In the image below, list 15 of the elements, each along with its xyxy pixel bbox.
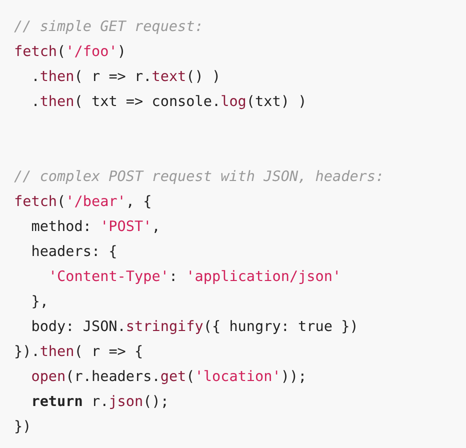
code-line: open(r.headers.get('location'));: [30, 368, 307, 386]
code-comment: // simple GET request:: [14, 18, 204, 36]
code-line: .then( r => r.text() ): [30, 68, 221, 86]
code-line: return r.json();: [30, 393, 169, 411]
code-line: 'Content-Type': 'application/json': [47, 268, 342, 286]
code-comment: // complex POST request with JSON, headers:: [14, 168, 384, 186]
code-line: fetch('/bear', {: [14, 193, 152, 211]
code-line: fetch('/foo'): [14, 43, 126, 61]
code-line: .then( txt => console.log(txt) ): [30, 93, 307, 111]
code-line: }): [14, 418, 32, 436]
code-line: }).then( r => {: [14, 343, 144, 361]
code-line: },: [30, 293, 48, 311]
code-line: headers: {: [30, 243, 118, 261]
code-line: body: JSON.stringify({ hungry: true }): [30, 318, 358, 336]
code-line: method: 'POST',: [30, 218, 160, 236]
